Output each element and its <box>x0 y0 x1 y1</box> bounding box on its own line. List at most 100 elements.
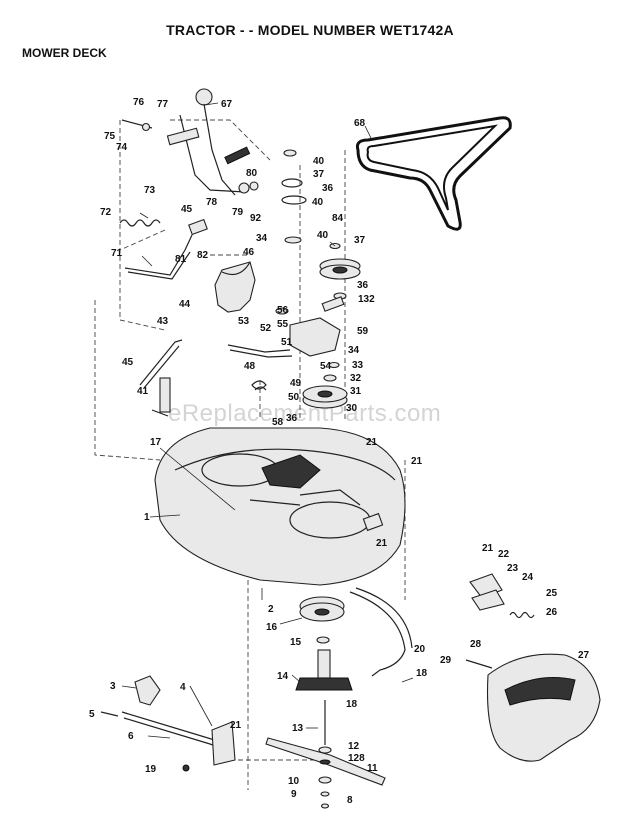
part-label: 13 <box>292 723 304 734</box>
part-label: 76 <box>133 97 145 108</box>
part-label: 23 <box>507 563 519 574</box>
part-label: 41 <box>137 386 149 397</box>
part-label: 40 <box>313 156 325 167</box>
idler-pulley-stack <box>281 149 361 300</box>
part-label: 132 <box>358 294 375 305</box>
lift-link-and-spring <box>119 218 208 280</box>
part-label: 18 <box>416 668 428 679</box>
part-label: 81 <box>175 254 187 265</box>
part-label: 54 <box>320 361 332 372</box>
part-label: 74 <box>116 142 128 153</box>
part-label: 20 <box>414 644 426 655</box>
part-label: 11 <box>367 763 378 774</box>
part-label: 28 <box>470 639 482 650</box>
part-label: 34 <box>256 233 268 244</box>
part-label: 80 <box>246 168 258 179</box>
part-label: 55 <box>277 319 289 330</box>
part-label: 17 <box>150 437 162 448</box>
part-label: 73 <box>144 185 156 196</box>
part-label: 45 <box>181 204 193 215</box>
drive-belt <box>356 116 512 231</box>
part-label: 14 <box>277 671 289 682</box>
part-label: 53 <box>238 316 250 327</box>
part-label: 92 <box>250 213 262 224</box>
part-label: 15 <box>290 637 302 648</box>
part-label: 49 <box>290 378 302 389</box>
part-label: 10 <box>288 776 300 787</box>
deck-lift-link <box>139 339 183 417</box>
part-label: 68 <box>354 118 366 129</box>
lift-handle-assembly <box>121 88 259 196</box>
part-label: 37 <box>354 235 366 246</box>
part-label: 33 <box>352 360 364 371</box>
part-label: 18 <box>346 699 358 710</box>
watermark: eReplacementParts.com <box>168 400 442 427</box>
mower-blade <box>265 737 386 809</box>
deck-pulley <box>302 361 348 409</box>
part-label: 21 <box>482 543 494 554</box>
front-hanger-bracket <box>100 675 236 772</box>
part-number-labels: 76 77 67 75 74 73 78 80 79 92 72 45 71 8… <box>89 97 590 806</box>
part-label: 59 <box>357 326 369 337</box>
idler-arm-assembly <box>275 296 345 357</box>
part-label: 52 <box>260 323 272 334</box>
part-label: 75 <box>104 131 116 142</box>
part-label: 37 <box>313 169 325 180</box>
part-label: 72 <box>100 207 112 218</box>
part-label: 1 <box>144 512 150 523</box>
part-label: 77 <box>157 99 169 110</box>
part-label: 8 <box>347 795 353 806</box>
mower-deck-housing <box>154 427 406 586</box>
part-label: 78 <box>206 197 218 208</box>
part-label: 46 <box>243 247 255 258</box>
part-label: 16 <box>266 622 278 633</box>
part-label: 6 <box>128 731 134 742</box>
part-label: 79 <box>232 207 244 218</box>
deck-baffle <box>349 587 413 677</box>
part-label: 26 <box>546 607 558 618</box>
assembly-guide-lines <box>94 119 406 790</box>
part-label: 45 <box>122 357 134 368</box>
part-label: 43 <box>157 316 169 327</box>
part-label: 36 <box>357 280 369 291</box>
part-label: 27 <box>578 650 590 661</box>
part-label: 44 <box>179 299 191 310</box>
part-label: 40 <box>312 197 324 208</box>
belt-guard <box>214 261 256 313</box>
part-label: 48 <box>244 361 256 372</box>
part-label: 24 <box>522 572 534 583</box>
discharge-chute-assembly <box>465 573 601 762</box>
part-label: 22 <box>498 549 510 560</box>
part-label: 19 <box>145 764 157 775</box>
idler-bracket-and-spring <box>227 344 293 391</box>
part-label: 31 <box>350 386 362 397</box>
part-label: 51 <box>281 337 293 348</box>
part-label: 82 <box>197 250 209 261</box>
part-label: 12 <box>348 741 360 752</box>
leader-lines <box>121 102 414 739</box>
part-label: 56 <box>277 305 289 316</box>
part-label: 21 <box>230 720 242 731</box>
part-label: 4 <box>180 682 186 693</box>
part-label: 25 <box>546 588 558 599</box>
diagram-title: TRACTOR - - MODEL NUMBER WET1742A <box>166 22 454 38</box>
part-label: 128 <box>348 753 365 764</box>
part-label: 21 <box>411 456 423 467</box>
part-label: 5 <box>89 709 95 720</box>
part-label: 36 <box>322 183 334 194</box>
part-label: 32 <box>350 373 362 384</box>
part-label: 2 <box>268 604 274 615</box>
part-label: 30 <box>346 403 358 414</box>
part-label: 71 <box>111 248 123 259</box>
part-label: 21 <box>366 437 378 448</box>
part-label: 67 <box>221 99 233 110</box>
part-label: 58 <box>272 417 284 428</box>
part-label: 29 <box>440 655 452 666</box>
part-label: 3 <box>110 681 116 692</box>
part-label: 84 <box>332 213 344 224</box>
part-label: 40 <box>317 230 329 241</box>
part-label: 34 <box>348 345 360 356</box>
diagram-subtitle: MOWER DECK <box>22 46 107 60</box>
